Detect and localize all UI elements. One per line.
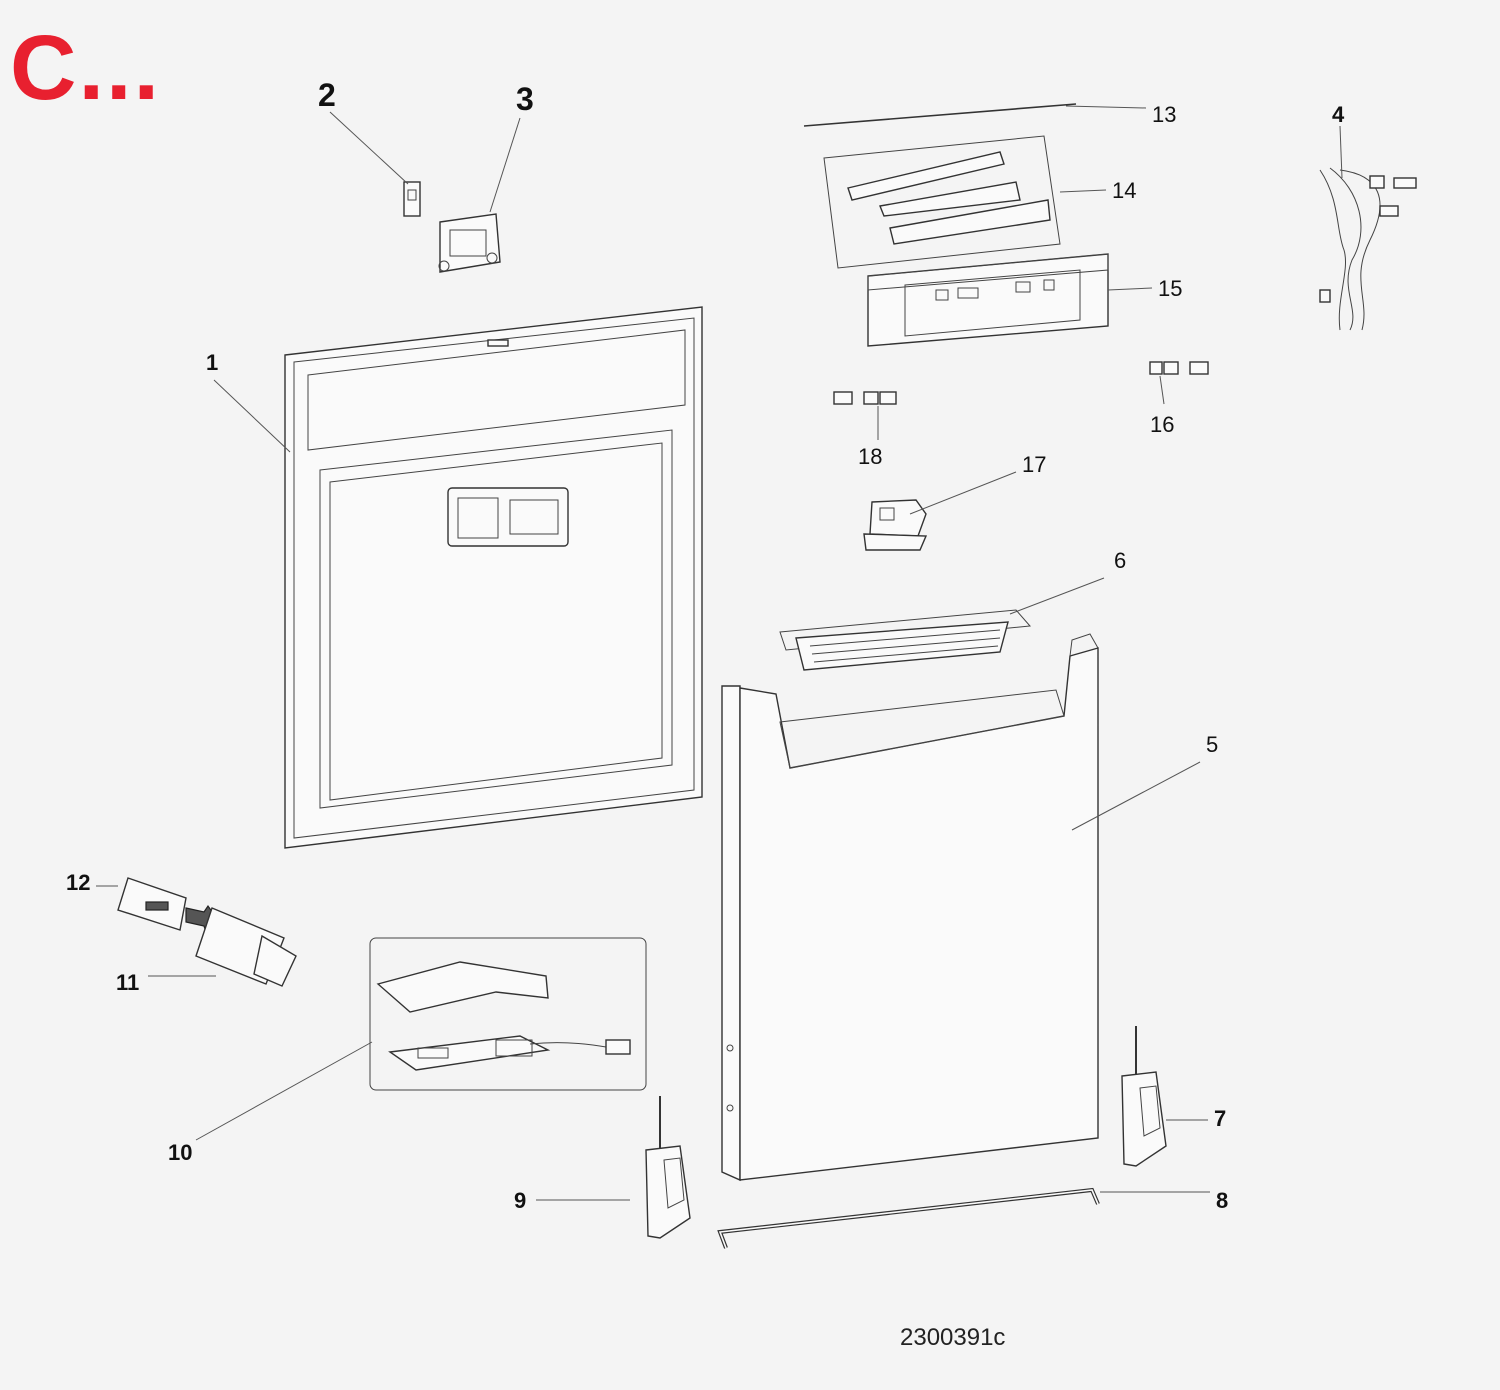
part-1-inner-door[interactable] <box>284 306 703 849</box>
callout-17: 17 <box>1022 452 1046 477</box>
callout-4: 4 <box>1332 102 1345 127</box>
callout-6: 6 <box>1114 548 1126 573</box>
brand-logo: C... <box>10 17 162 119</box>
callout-10: 10 <box>168 1140 192 1165</box>
callout-11: 11 <box>116 970 139 995</box>
callout-12: 12 <box>66 870 90 895</box>
part-13-trim-strip[interactable] <box>803 103 1077 127</box>
callout-13: 13 <box>1152 102 1176 127</box>
part-12-label-plate[interactable] <box>117 877 187 931</box>
part-9-hinge[interactable] <box>645 1096 691 1239</box>
callout-16: 16 <box>1150 412 1174 437</box>
callout-5: 5 <box>1206 732 1218 757</box>
part-10-electronic-board-group[interactable] <box>369 937 647 1091</box>
leader-lines <box>96 105 1343 1201</box>
part-2-clip[interactable] <box>403 181 421 217</box>
part-16-buttons[interactable] <box>1149 361 1209 375</box>
part-15-control-panel[interactable] <box>867 253 1109 347</box>
callout-2: 2 <box>318 77 336 113</box>
part-17-switch[interactable] <box>863 499 928 551</box>
part-4-wiring-harness[interactable] <box>1319 167 1417 331</box>
callout-labels: 1 2 3 4 13 14 15 16 18 17 6 5 12 11 10 7… <box>66 77 1345 1213</box>
callout-7: 7 <box>1214 1106 1226 1131</box>
part-14-control-board-group[interactable] <box>823 135 1061 269</box>
callout-8: 8 <box>1216 1188 1228 1213</box>
part-6-handle[interactable] <box>779 609 1032 671</box>
callout-1: 1 <box>206 350 218 375</box>
callout-14: 14 <box>1112 178 1136 203</box>
diagram-code: 2300391c <box>900 1324 1006 1351</box>
callout-18: 18 <box>858 444 882 469</box>
part-3-door-lock[interactable] <box>438 213 501 273</box>
part-7-hinge[interactable] <box>1121 1026 1167 1167</box>
callout-15: 15 <box>1158 276 1182 301</box>
callout-9: 9 <box>514 1188 526 1213</box>
part-5-outer-door[interactable] <box>721 633 1099 1182</box>
part-8-rod[interactable] <box>717 1187 1100 1249</box>
part-11-component[interactable] <box>185 904 297 987</box>
part-18-buttons[interactable] <box>833 391 897 405</box>
callout-3: 3 <box>516 81 534 117</box>
